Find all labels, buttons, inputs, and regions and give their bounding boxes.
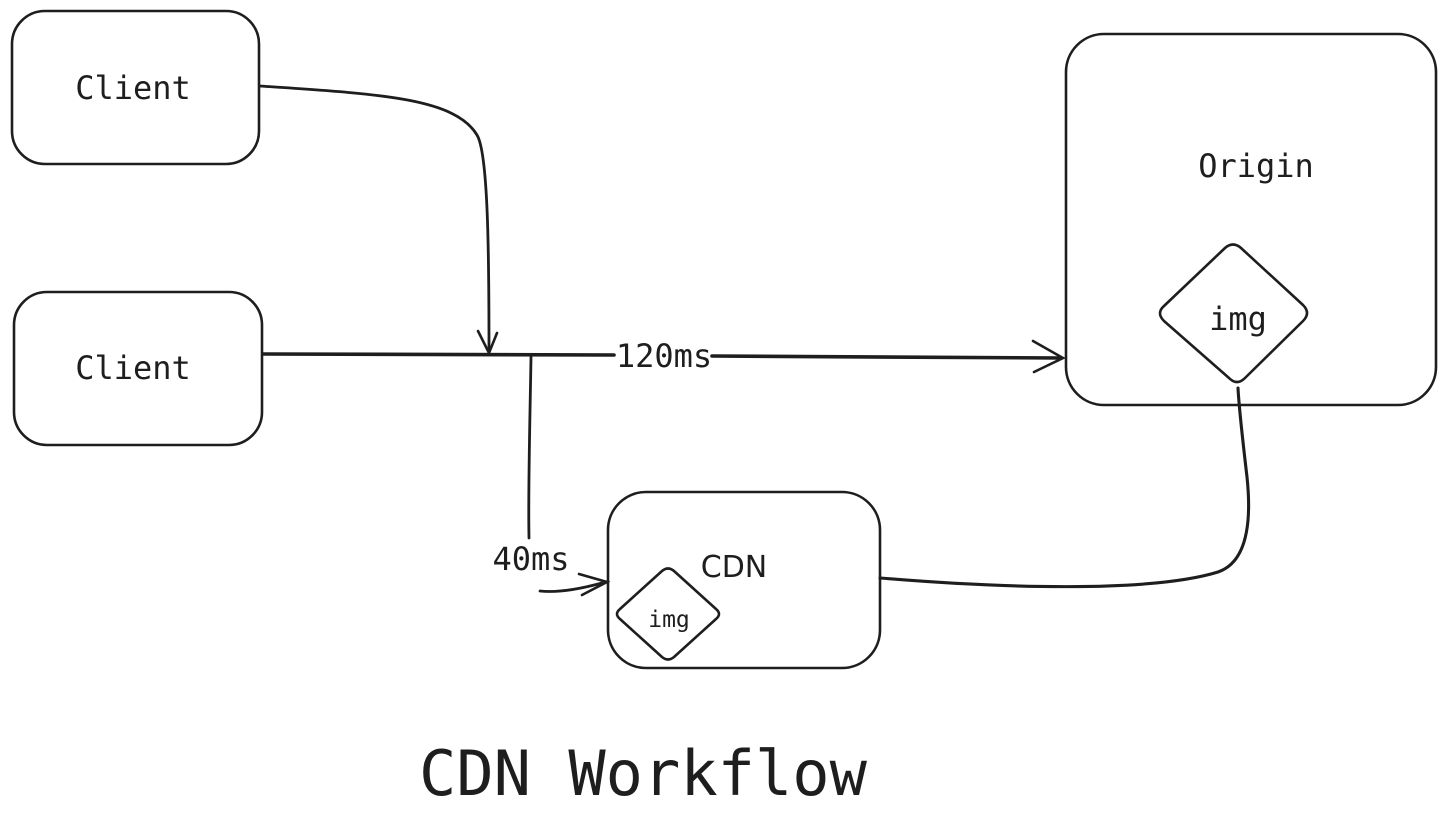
edge-junction-to-cdn-segment-2	[538, 581, 604, 593]
edge-client2-to-origin-segment-1	[261, 352, 616, 357]
origin-img-diamond	[1158, 243, 1309, 384]
edge-label-120ms: 120ms	[616, 337, 712, 375]
diagram-title: CDN Workflow	[419, 737, 868, 810]
node-client-2-label: Client	[75, 349, 191, 387]
node-origin	[1064, 32, 1438, 407]
node-client-1-label: Client	[75, 69, 191, 107]
edge-client2-to-origin-segment-2	[710, 354, 1063, 360]
edge-client1-arrowhead-down-icon	[476, 329, 499, 357]
cdn-img-diamond-label: img	[648, 607, 690, 633]
edge-cdn-to-origin-img	[878, 386, 1251, 589]
edge-client1-to-junction	[258, 84, 491, 351]
node-client-2	[12, 290, 264, 447]
origin-img-diamond-label: img	[1209, 300, 1267, 338]
edge-junction-to-cdn-segment-1	[527, 355, 533, 540]
node-origin-label: Origin	[1198, 147, 1314, 185]
edge-client2-to-origin-arrowhead-right-icon	[1031, 339, 1066, 374]
node-client-1	[10, 9, 261, 166]
cdn-img-diamond	[615, 567, 721, 661]
edge-label-40ms: 40ms	[492, 540, 569, 578]
node-cdn-label: CDN	[701, 550, 768, 585]
edge-junction-to-cdn-arrowhead-right-icon	[577, 572, 611, 597]
